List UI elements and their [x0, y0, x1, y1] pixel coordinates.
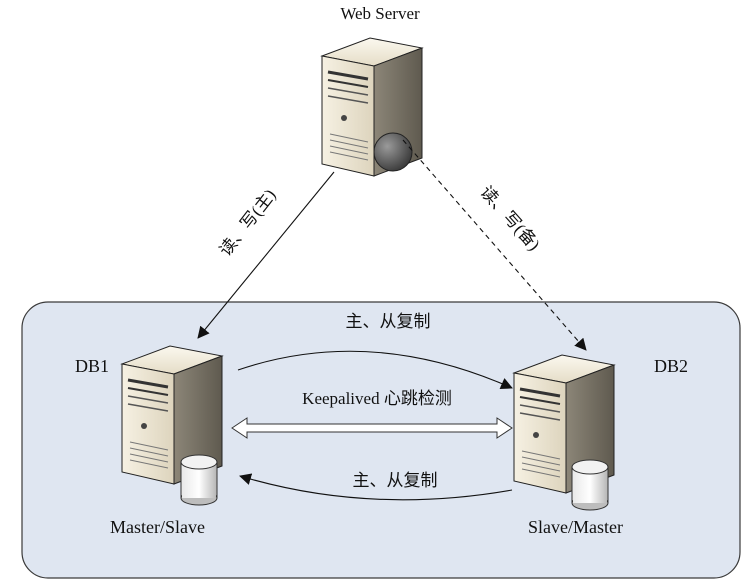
db2-role: Slave/Master	[528, 517, 623, 537]
backup-read-write-label: 读、写(备)	[476, 182, 543, 254]
virtual-ip-icon	[373, 132, 413, 172]
replication-db1-to-db2-arrow	[237, 350, 513, 390]
db2-title: DB2	[654, 356, 688, 376]
db2-database-icon	[571, 459, 609, 511]
heartbeat-double-arrow	[231, 417, 513, 439]
primary-read-write-label: 读、写(主)	[216, 186, 280, 260]
primary-read-write-link	[197, 171, 335, 339]
replication-top-label: 主、从复制	[346, 312, 431, 331]
db1-database-icon	[180, 454, 218, 506]
db1-title: DB1	[75, 356, 109, 376]
replication-bottom-label: 主、从复制	[353, 471, 438, 490]
replication-db2-to-db1-arrow	[239, 473, 513, 501]
web-server-title: Web Server	[340, 4, 420, 23]
heartbeat-label: Keepalived 心跳检测	[302, 389, 452, 408]
backup-read-write-link	[402, 139, 587, 351]
db1-role: Master/Slave	[110, 517, 205, 537]
